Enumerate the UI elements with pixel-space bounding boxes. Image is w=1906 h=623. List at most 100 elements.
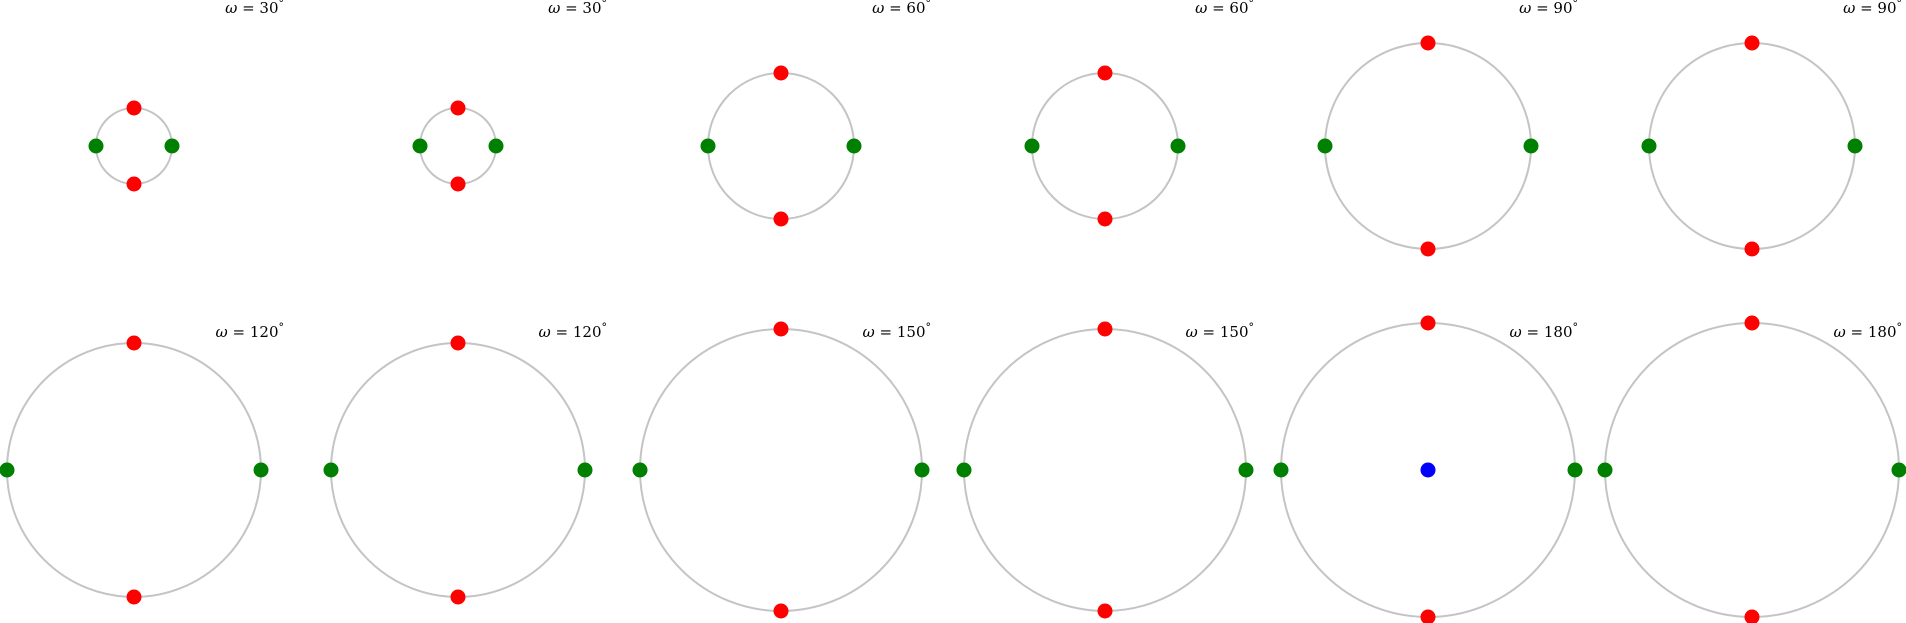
green-point-right: [846, 138, 862, 154]
panel-title: ω = 60°: [872, 0, 931, 17]
omega-symbol: ω: [225, 0, 237, 17]
equals-sign: =: [884, 0, 906, 17]
red-point-bottom: [773, 211, 789, 227]
blue-point-center: [1420, 462, 1436, 478]
omega-symbol: ω: [1843, 0, 1855, 17]
panel-2: ω = 30°: [412, 0, 607, 192]
degree-sign: °: [1249, 0, 1255, 10]
green-point-right: [914, 462, 930, 478]
panel-title: ω = 30°: [225, 0, 284, 17]
green-point-right: [1170, 138, 1186, 154]
red-point-top: [450, 100, 466, 116]
omega-symbol: ω: [216, 323, 228, 341]
omega-symbol: ω: [863, 323, 875, 341]
red-point-bottom: [126, 176, 142, 192]
orbit-circle: [419, 107, 497, 185]
equals-sign: =: [228, 323, 250, 341]
degree-sign: °: [279, 0, 285, 10]
green-point-left: [700, 138, 716, 154]
equals-sign: =: [1855, 0, 1877, 17]
equals-sign: =: [237, 0, 259, 17]
equals-sign: =: [1207, 0, 1229, 17]
omega-symbol: ω: [872, 0, 884, 17]
panel-12: ω = 180°: [1597, 315, 1906, 623]
green-point-right: [488, 138, 504, 154]
panel-title: ω = 120°: [216, 321, 284, 341]
panel-title: ω = 150°: [1186, 321, 1254, 341]
green-point-left: [1597, 462, 1613, 478]
orbit-circle: [1604, 322, 1900, 618]
green-point-right: [1847, 138, 1863, 154]
orbit-circle: [1031, 72, 1179, 220]
equals-sign: =: [1522, 323, 1544, 341]
red-point-bottom: [450, 589, 466, 605]
green-point-left: [1024, 138, 1040, 154]
red-point-top: [1744, 35, 1760, 51]
degree-sign: °: [1573, 0, 1579, 10]
panel-title: ω = 90°: [1519, 0, 1578, 17]
degree-sign: °: [1573, 321, 1579, 334]
equals-sign: =: [551, 323, 573, 341]
omega-symbol: ω: [1510, 323, 1522, 341]
panel-title: ω = 150°: [863, 321, 931, 341]
red-point-top: [1097, 321, 1113, 337]
panel-title: ω = 30°: [548, 0, 607, 17]
panel-6: ω = 90°: [1641, 0, 1902, 257]
red-point-top: [1744, 315, 1760, 331]
red-point-top: [1420, 35, 1436, 51]
green-point-right: [577, 462, 593, 478]
red-point-bottom: [1744, 241, 1760, 257]
panel-8: ω = 120°: [323, 321, 607, 605]
green-point-right: [164, 138, 180, 154]
angle-value: 90: [1877, 0, 1896, 17]
panel-title: ω = 90°: [1843, 0, 1902, 17]
degree-sign: °: [1249, 321, 1255, 334]
red-point-top: [1420, 315, 1436, 331]
omega-symbol: ω: [539, 323, 551, 341]
omega-symbol: ω: [1195, 0, 1207, 17]
degree-sign: °: [602, 321, 608, 334]
green-point-right: [1523, 138, 1539, 154]
red-point-top: [450, 335, 466, 351]
angle-value: 120: [573, 323, 602, 341]
green-point-left: [632, 462, 648, 478]
panel-10: ω = 150°: [956, 321, 1254, 619]
panel-7: ω = 120°: [0, 321, 284, 605]
red-point-bottom: [1420, 609, 1436, 623]
omega-symbol: ω: [1186, 323, 1198, 341]
angle-value: 180: [1868, 323, 1897, 341]
red-point-top: [773, 321, 789, 337]
angle-value: 90: [1553, 0, 1572, 17]
degree-sign: °: [602, 0, 608, 10]
panel-title: ω = 180°: [1834, 321, 1902, 341]
degree-sign: °: [1897, 0, 1903, 10]
orbit-circle: [963, 328, 1247, 612]
green-point-left: [88, 138, 104, 154]
angle-value: 60: [906, 0, 925, 17]
green-point-left: [1273, 462, 1289, 478]
red-point-bottom: [1097, 211, 1113, 227]
red-point-top: [773, 65, 789, 81]
angle-value: 120: [250, 323, 279, 341]
orbit-circle: [95, 107, 173, 185]
orbit-circle: [1324, 42, 1532, 250]
panel-title: ω = 120°: [539, 321, 607, 341]
degree-sign: °: [926, 321, 932, 334]
green-point-left: [0, 462, 15, 478]
equals-sign: =: [1846, 323, 1868, 341]
green-point-right: [1891, 462, 1906, 478]
red-point-top: [1097, 65, 1113, 81]
red-point-bottom: [450, 176, 466, 192]
angle-value: 180: [1544, 323, 1573, 341]
panel-11: ω = 180°: [1273, 315, 1583, 623]
degree-sign: °: [279, 321, 285, 334]
orbit-circle: [707, 72, 855, 220]
red-point-bottom: [773, 603, 789, 619]
panel-1: ω = 30°: [88, 0, 284, 192]
green-point-left: [1641, 138, 1657, 154]
angle-value: 60: [1229, 0, 1248, 17]
panel-title: ω = 180°: [1510, 321, 1578, 341]
green-point-right: [253, 462, 269, 478]
equals-sign: =: [560, 0, 582, 17]
